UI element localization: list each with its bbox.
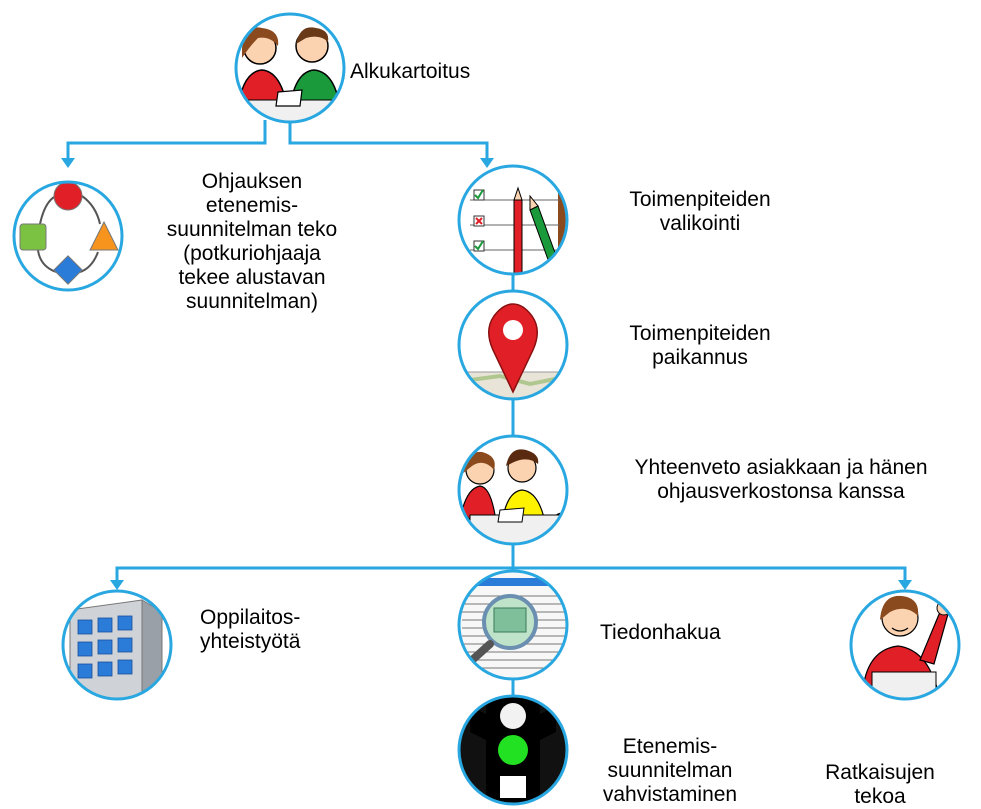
label-alkukartoitus: Alkukartoitus [350, 60, 471, 83]
node-paikannus-circle [457, 289, 569, 401]
node-alkukartoitus-circle [234, 12, 346, 124]
label-toimenpiteiden-valikointi: Toimenpiteiden valikointi [629, 188, 771, 235]
connector-bottom [115, 544, 907, 582]
label-etenemis: Etenemis- suunnitelman vahvistaminen [602, 735, 738, 806]
arrowheads [61, 158, 912, 590]
label-toimenpiteiden-paikannus: Toimenpiteiden paikannus [629, 322, 771, 369]
arrow-ratkaisujen [898, 580, 912, 590]
node-yhteenveto-circle [457, 434, 569, 546]
label-yhteenveto: Yhteenveto asiakkaan ja hänen ohjausverk… [634, 456, 928, 503]
label-ratkaisujen: Ratkaisujen tekoa [825, 761, 935, 808]
node-ratkaisujen-circle [849, 589, 961, 701]
arrow-valikointi [480, 158, 494, 168]
label-ohjauksen: Ohjauksen etenemis- suunnitelman teko (p… [166, 170, 338, 313]
node-ohjauksen-circle [12, 180, 124, 292]
node-valikointi-circle [457, 164, 569, 276]
node-tiedonhakua-circle [457, 569, 569, 681]
arrow-oppilaitos [110, 580, 124, 590]
label-tiedonhakua: Tiedonhakua [600, 621, 721, 644]
node-etenemis-circle [457, 694, 569, 806]
connectors [66, 120, 907, 696]
connector-top-right [288, 120, 489, 160]
connector-top [66, 120, 267, 160]
arrow-ohjauksen [61, 158, 75, 168]
label-oppilaitos: Oppilaitos- yhteistyötä [200, 606, 301, 653]
node-oppilaitos-circle [61, 589, 173, 701]
